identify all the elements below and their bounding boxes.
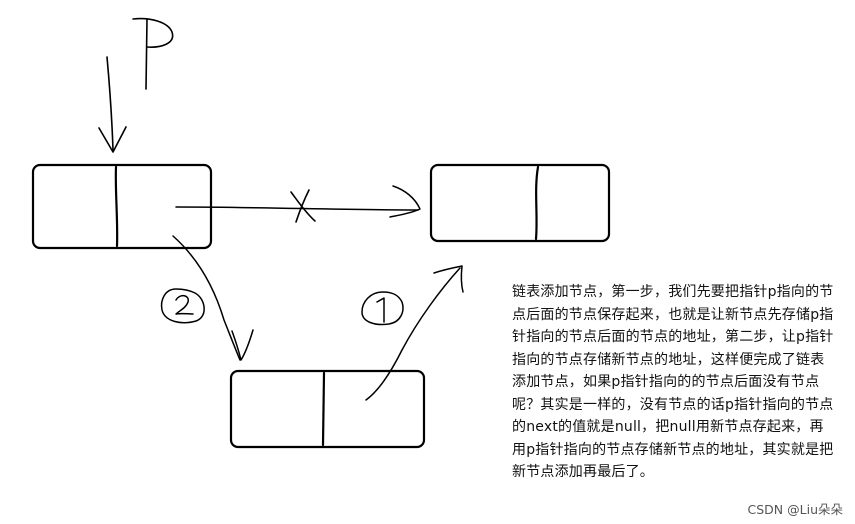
pointer-label-p: P bbox=[132, 17, 174, 90]
step1-label: 1 bbox=[361, 291, 404, 326]
explanation-text: 链表添加节点，第一步，我们先要把指针p指向的节点后面的节点保存起来，也就是让新节… bbox=[512, 281, 834, 484]
step2-label: 2 bbox=[160, 288, 205, 324]
node-next bbox=[429, 163, 611, 243]
cross-mark: X bbox=[290, 189, 316, 223]
explanation-paragraph: 链表添加节点，第一步，我们先要把指针p指向的节点后面的节点保存起来，也就是让新节… bbox=[512, 284, 834, 480]
step1-arrow bbox=[365, 265, 464, 401]
node-new bbox=[229, 369, 426, 449]
step2-arrow bbox=[172, 235, 254, 361]
old-link-arrow bbox=[175, 185, 421, 218]
pointer-arrow bbox=[98, 56, 127, 153]
csdn-watermark: CSDN @Liu朵朵 bbox=[747, 502, 843, 517]
